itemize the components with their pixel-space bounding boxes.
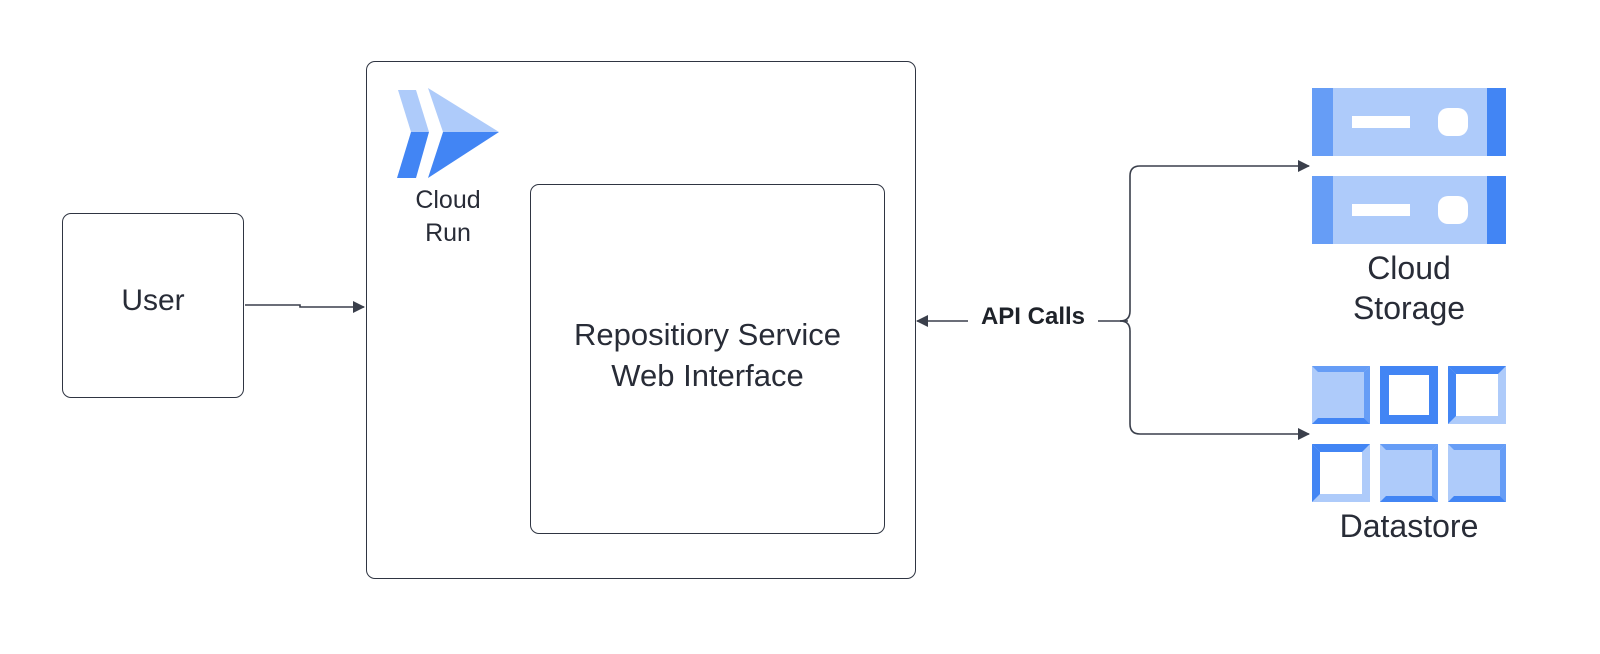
service-label-line-2: Web Interface: [611, 358, 804, 393]
user-label: User: [121, 284, 185, 317]
cloud-storage-label-line-2: Storage: [1352, 290, 1466, 326]
service-label-line-1: Repositiory Service: [573, 317, 842, 352]
cloud-run-label-line-1: Cloud: [415, 186, 481, 214]
user-node[interactable]: [62, 213, 244, 398]
cloud-storage-label: Cloud Storage: [1310, 248, 1508, 328]
datastore-tile: [1312, 444, 1370, 502]
datastore-tile: [1312, 366, 1370, 424]
edge-user-to-cloud-run: [245, 301, 365, 313]
datastore-tile: [1380, 444, 1438, 502]
cloud-run-icon: [397, 88, 499, 178]
cloud-run-container[interactable]: [366, 61, 916, 579]
edge-bus-to-datastore: [1119, 320, 1310, 440]
cloud-storage-icon: [1312, 88, 1506, 244]
datastore-label: Datastore: [1339, 508, 1479, 544]
api-calls-edge-label: API Calls: [968, 302, 1098, 332]
service-node[interactable]: [530, 184, 885, 534]
edge-bus-to-cloud-storage: [1119, 160, 1310, 322]
datastore-tile: [1380, 366, 1438, 424]
datastore-tile: [1448, 444, 1506, 502]
cloud-run-label-line-2: Run: [425, 219, 471, 247]
service-label: Repositiory Service Web Interface: [530, 314, 885, 396]
datastore-icon: [1312, 366, 1506, 502]
cloud-storage-label-line-1: Cloud: [1367, 250, 1451, 286]
cloud-run-label: Cloud Run: [396, 184, 500, 250]
datastore-tile: [1448, 366, 1506, 424]
